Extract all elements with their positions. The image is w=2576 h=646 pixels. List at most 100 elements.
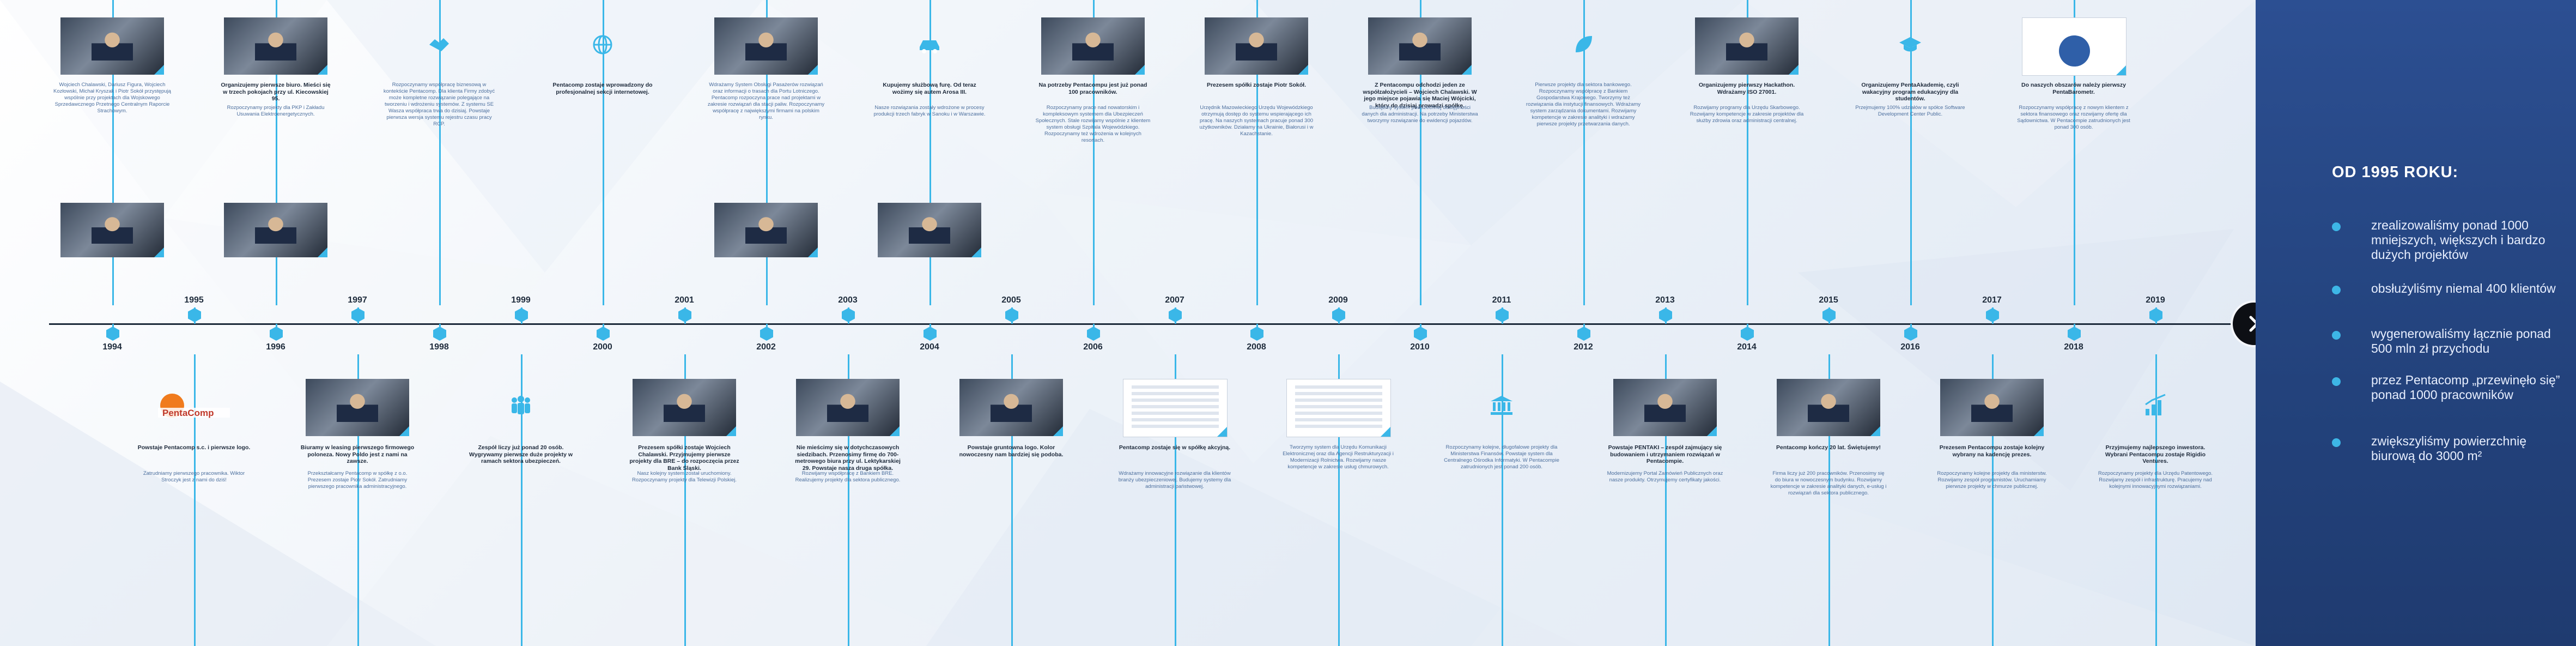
event-title: Na potrzeby Pentacompu jest już ponad 10…	[1038, 82, 1147, 95]
year-label: 2010	[1410, 342, 1430, 352]
event-photo	[633, 379, 736, 436]
event-text: Nasz kolejny system został uruchomiony. …	[631, 470, 737, 483]
event-title: Prezesem Pentacompu zostaje kolejny wybr…	[1939, 444, 2045, 458]
year-label: 2007	[1165, 295, 1184, 305]
event-connector	[1502, 354, 1503, 646]
event-text: Rozpoczynamy prace nad nowatorskim i kom…	[1035, 105, 1151, 143]
year-label: 1997	[348, 295, 367, 305]
event-photo	[224, 203, 327, 257]
event-title: Pentacomp zostaje wprowadzony do profesj…	[552, 82, 653, 95]
year-label: 2015	[1819, 295, 1838, 305]
event-connector	[2155, 354, 2157, 646]
summary-text: zrealizowaliśmy ponad 1000 mniejszych, w…	[2371, 218, 2545, 262]
sidebar-heading: OD 1995 ROKU:	[2332, 164, 2459, 181]
year-label: 2003	[838, 295, 858, 305]
event-connector	[1583, 0, 1585, 305]
event-title: Organizujemy pierwsze biuro. Mieści się …	[221, 82, 331, 102]
bullet-icon	[2332, 377, 2341, 386]
event-photo	[306, 379, 409, 436]
handshake-icon	[427, 33, 451, 57]
pentacomp-logo: PentaComp	[156, 388, 232, 426]
cap-icon	[1898, 33, 1922, 57]
year-label: 2001	[675, 295, 694, 305]
year-label: 2016	[1900, 342, 1920, 352]
event-title: Pentacomp kończy 20 lat. Świętujemy!	[1776, 444, 1881, 451]
summary-text: zwiększyliśmy powierzchnię biurową do 30…	[2371, 434, 2527, 463]
year-label: 1995	[184, 295, 204, 305]
event-title: Z Pentacompu odchodzi jeden ze współzało…	[1363, 82, 1477, 109]
year-label: 1999	[511, 295, 531, 305]
event-text: Rozpoczynamy współpracę z nowym klientem…	[2017, 105, 2130, 130]
event-connector	[1747, 0, 1748, 305]
event-connector	[1011, 354, 1013, 646]
event-text: Zatrudniamy pierwszego pracownika. Wikto…	[143, 470, 245, 483]
summary-sidebar: OD 1995 ROKU: zrealizowaliśmy ponad 1000…	[2256, 0, 2576, 646]
event-text: Rozpoczynamy projekty dla Urzędu Patento…	[2098, 470, 2213, 490]
event-photo	[60, 203, 164, 257]
event-connector	[1338, 354, 1340, 646]
bank-icon	[1490, 394, 1514, 418]
year-label: 2018	[2064, 342, 2083, 352]
event-title: Kupujemy służbową furę. Od teraz wożimy …	[883, 82, 976, 95]
event-connector	[1992, 354, 1994, 646]
bullet-icon	[2332, 331, 2341, 340]
event-photo	[60, 17, 164, 75]
event-photo	[714, 203, 818, 257]
event-text: Modernizujemy Portal Zamówień Publicznyc…	[1607, 470, 1723, 483]
year-label: 1994	[102, 342, 122, 352]
growth-icon	[2143, 394, 2167, 418]
event-photo	[1286, 379, 1391, 437]
event-photo	[1777, 379, 1880, 436]
event-text: Rozwijamy współpracę z Bankiem BRE. Real…	[795, 470, 901, 483]
event-text: Rozpoczynamy współpracę biznesową w kont…	[383, 82, 495, 127]
year-label: 2006	[1083, 342, 1103, 352]
event-title: Organizujemy pierwszy Hackathon. Wdrażam…	[1698, 82, 1795, 95]
timeline-axis	[49, 323, 2239, 325]
event-photo	[2022, 17, 2127, 76]
event-text: Rozpoczynamy projekty dla PKP i Zakładu …	[227, 105, 325, 117]
event-title: Prezesem spółki zostaje Piotr Sokół.	[1206, 82, 1307, 88]
event-connector	[521, 354, 523, 646]
event-text: Nasze rozwiązania zostały wdrożone w pro…	[873, 105, 986, 117]
event-connector	[848, 354, 849, 646]
event-photo	[224, 17, 327, 75]
event-connector	[1093, 0, 1095, 305]
event-photo	[1041, 17, 1145, 75]
year-label: 2011	[1492, 295, 1511, 305]
event-connector	[194, 354, 196, 646]
globe-icon	[591, 33, 615, 57]
event-title: Do naszych obszarów należy pierwszy Pent…	[2021, 82, 2126, 95]
event-connector	[766, 0, 768, 305]
event-text: Rozpoczynamy kolejne projekty dla minist…	[1937, 470, 2047, 490]
year-label: 2004	[920, 342, 939, 352]
event-connector	[276, 0, 277, 305]
event-connector	[929, 0, 931, 305]
people-icon	[509, 394, 533, 418]
bullet-icon	[2332, 286, 2341, 294]
event-text: Pierwsze projekty dla sektora bankowego.…	[1526, 82, 1641, 127]
year-label: 2012	[1573, 342, 1593, 352]
event-text: Urzędnik Mazowieckiego Urzędu Wojewódzki…	[1199, 105, 1314, 137]
event-connector	[1665, 354, 1667, 646]
event-text: Firma liczy już 200 pracowników. Przenos…	[1770, 470, 1887, 496]
event-connector	[1175, 354, 1176, 646]
event-title: Powstaje gruntowna logo. Kolor nowoczesn…	[959, 444, 1064, 458]
event-photo	[714, 17, 818, 75]
event-title: Organizujemy PentaAkademię, czyli wakacy…	[1861, 82, 1959, 102]
event-photo	[959, 379, 1063, 436]
event-text: Rozwijamy programy dla Urzędu Skarbowego…	[1690, 105, 1804, 124]
event-connector	[684, 354, 686, 646]
event-connector	[112, 0, 114, 305]
event-title: Powstaje Pentacomp s.c. i pierwsze logo.	[137, 444, 251, 451]
leaf-icon	[1571, 33, 1595, 57]
event-title: Przyjmujemy najlepszego inwestora. Wybra…	[2105, 444, 2206, 464]
event-photo	[1123, 379, 1228, 437]
event-connector	[1420, 0, 1421, 305]
event-title: Nie mieścimy się w dotychczasowych siedz…	[795, 444, 901, 472]
svg-text:PentaComp: PentaComp	[162, 408, 214, 418]
bullet-icon	[2332, 438, 2341, 447]
event-photo	[878, 203, 981, 257]
event-title: Powstaje PENTAKI – zespół zajmujący się …	[1608, 444, 1722, 464]
year-label: 2005	[1001, 295, 1021, 305]
